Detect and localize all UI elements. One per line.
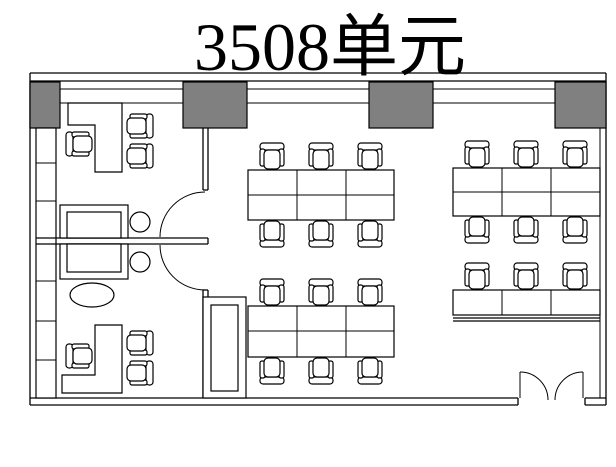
right-top-chair-south-3 [562, 216, 588, 244]
workstation-cluster-right-bottom [452, 289, 601, 322]
chair-seat [361, 149, 379, 170]
structural-columns [29, 81, 607, 129]
left-storage-cabinets [35, 127, 57, 399]
lower-office-sofa-seat [66, 243, 122, 273]
door-swing-arc-right [554, 371, 584, 401]
chair-seat [312, 220, 330, 241]
chair-seat [263, 285, 281, 306]
right-top-chair-south-2 [513, 216, 539, 244]
outer-walls [29, 72, 607, 406]
center-top-chair-north-2 [308, 142, 334, 170]
chair-seat [361, 220, 379, 241]
chair-seat [517, 216, 535, 237]
cabinet-strip [35, 127, 57, 399]
workstation-cluster-right-top [452, 167, 601, 217]
unit-title: 3508单元 [194, 9, 466, 85]
lower-office-chair-guest [65, 343, 93, 369]
center-bottom-chair-north-1 [259, 278, 285, 306]
door-swing-arc-left [519, 371, 549, 401]
upper-office-furniture [59, 102, 151, 239]
chair-seat [312, 285, 330, 306]
chair-seat [263, 357, 281, 378]
workstation-cluster-center-bottom [247, 305, 395, 358]
right-bottom-chair-north-3 [562, 262, 588, 290]
column-3 [368, 81, 434, 129]
chair-seat [468, 216, 486, 237]
right-top-chair-north-3 [562, 140, 588, 168]
workstation-cluster-center-top [247, 169, 395, 221]
center-top-chair-south-1 [259, 220, 285, 248]
upper-office-chair-2 [126, 143, 154, 169]
chair-seat [566, 216, 584, 237]
right-top-chair-north-2 [513, 140, 539, 168]
chair-seat [312, 149, 330, 170]
tall-cabinet [202, 296, 247, 399]
center-bottom-chair-north-3 [357, 278, 383, 306]
chair-seat [361, 357, 379, 378]
office-upper-door-arc [159, 191, 206, 238]
chair-seat [468, 269, 486, 290]
center-bottom-chair-north-2 [308, 278, 334, 306]
chair-seat [263, 220, 281, 241]
chair-seat [517, 269, 535, 290]
chair-seat [126, 364, 147, 382]
center-bottom-chair-south-3 [357, 357, 383, 385]
lower-office-desk [61, 324, 123, 394]
column-1 [29, 81, 61, 129]
office-lower-door-arc [159, 244, 206, 291]
chair-seat [72, 347, 93, 365]
desk-block [452, 289, 601, 316]
lower-office-oval-table [69, 282, 115, 308]
upper-office-desk [67, 102, 123, 173]
right-bottom-chair-north-2 [513, 262, 539, 290]
lower-office-side-table [129, 251, 151, 273]
center-top-chair-south-2 [308, 220, 334, 248]
upper-office-chair-1 [126, 113, 154, 139]
right-top-chair-south-1 [464, 216, 490, 244]
upper-office-chair-guest [65, 131, 93, 157]
chair-seat [566, 269, 584, 290]
center-top-chair-south-3 [357, 220, 383, 248]
column-4 [554, 81, 607, 129]
lower-office-furniture [59, 243, 151, 394]
chair-seat [566, 147, 584, 168]
upper-office-side-table [129, 211, 151, 233]
tall-cabinet-inner [210, 304, 239, 392]
chair-seat [126, 117, 147, 135]
center-bottom-chair-south-1 [259, 357, 285, 385]
center-top-chair-north-1 [259, 142, 285, 170]
right-bottom-chair-north-1 [464, 262, 490, 290]
center-bottom-chair-south-2 [308, 357, 334, 385]
chair-seat [126, 147, 147, 165]
lower-office-chair-2 [126, 360, 154, 386]
right-top-chair-north-1 [464, 140, 490, 168]
chair-seat [263, 149, 281, 170]
upper-office-sofa-seat [66, 211, 122, 239]
center-top-chair-north-3 [357, 142, 383, 170]
chair-seat [468, 147, 486, 168]
chair-seat [312, 357, 330, 378]
chair-seat [72, 135, 93, 153]
lower-office-chair-1 [126, 330, 154, 356]
chair-seat [361, 285, 379, 306]
column-2 [182, 81, 248, 129]
chair-seat [126, 334, 147, 352]
entrance-double-door [519, 371, 584, 401]
chairs-layer [65, 113, 588, 386]
chair-seat [517, 147, 535, 168]
